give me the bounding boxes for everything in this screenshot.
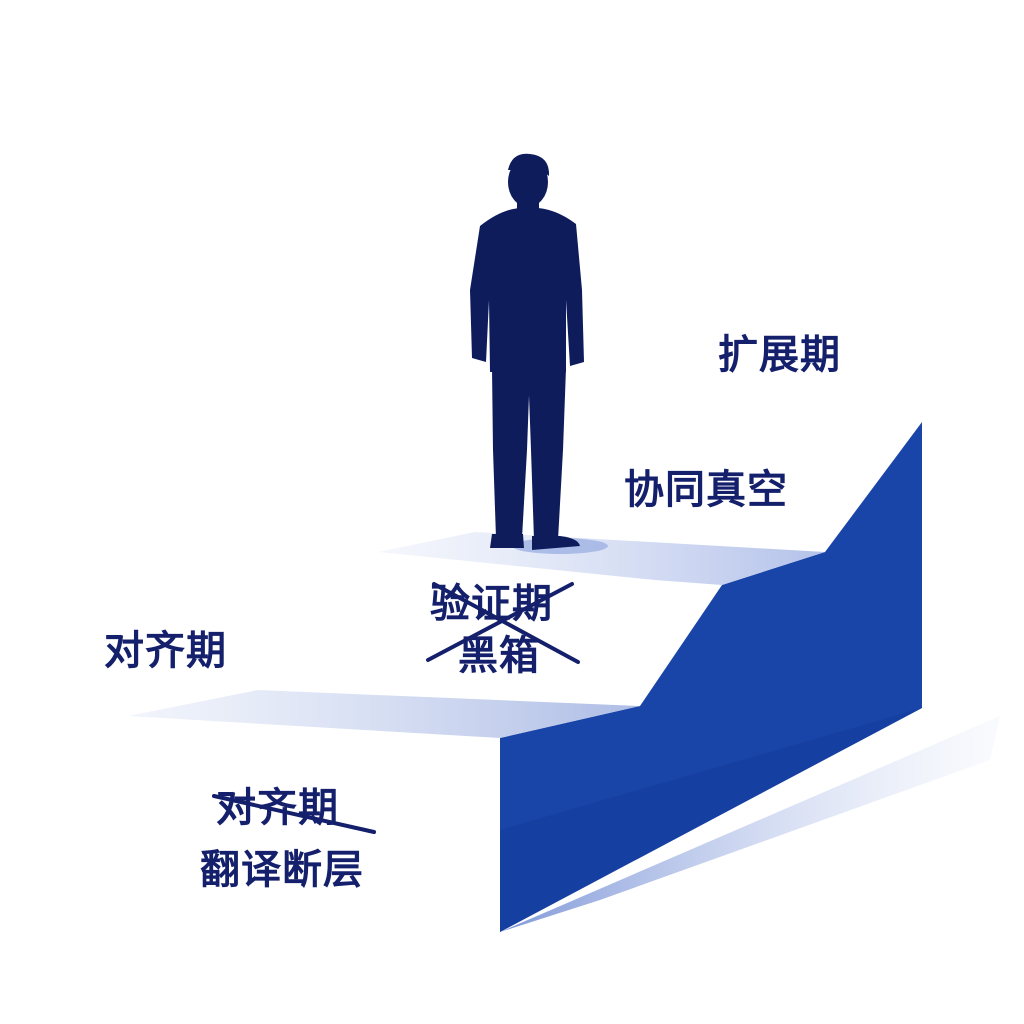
lower-step-tread [128,690,640,738]
stage-label-middle-crossed: 验证期 [430,581,553,627]
bottom-strike [212,794,376,834]
stage-label-bottom: 翻译断层 [200,847,364,893]
floor-shadow [500,716,1000,932]
stage-label-middle: 黑箱 [458,633,540,679]
stage-label-lower-step: 对齐期 [104,628,227,674]
middle-step-tread [378,532,825,585]
stage-label-bottom-crossed: 对齐期 [216,785,339,831]
businessman-silhouette-icon [470,153,584,550]
stair-riser-shade [500,708,922,932]
stage-label-upper: 协同真空 [624,467,788,513]
strike-marks [212,582,580,834]
middle-strike-b [432,582,580,664]
stage-label-top: 扩展期 [718,332,841,378]
